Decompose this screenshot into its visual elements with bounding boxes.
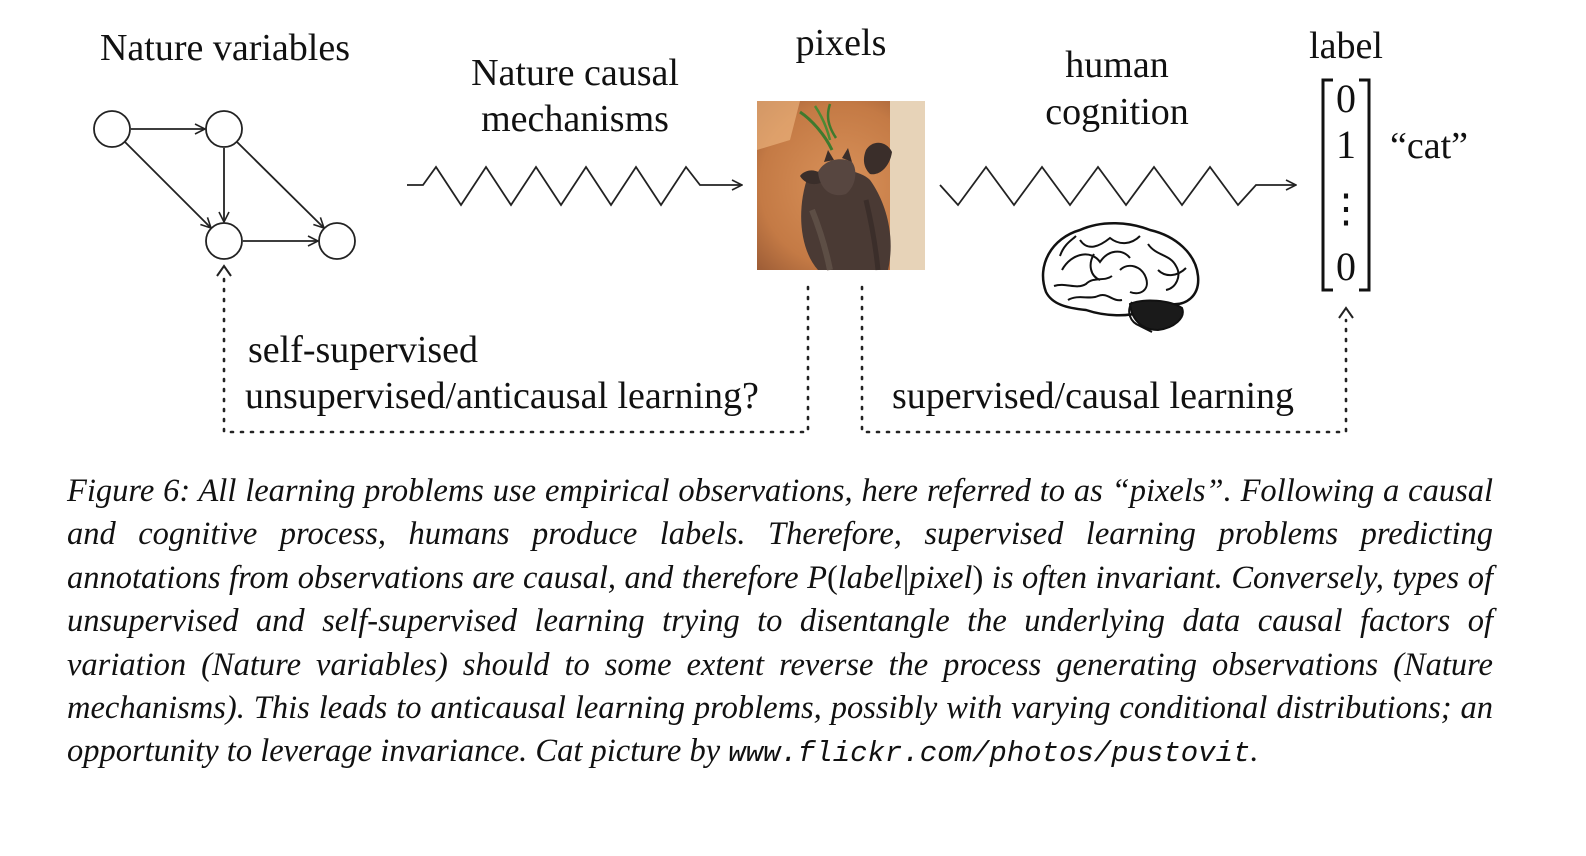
left-bracket <box>1321 78 1333 292</box>
self-supervised-dotted-arrow <box>222 272 810 434</box>
formula-pixel: pixel <box>909 559 973 596</box>
vector-entry-1: 0 <box>1336 76 1356 121</box>
self-supervised-label-line1: self-supervised <box>248 329 478 371</box>
right-bracket <box>1359 78 1371 292</box>
self-supervised-arrowhead <box>216 264 232 277</box>
nature-mechanism-zigzag-arrow <box>407 165 742 207</box>
pixels-label: pixels <box>796 22 887 64</box>
caption-lead: Figure 6: All learning problems use empi… <box>67 473 1493 596</box>
formula-label: label <box>837 559 903 596</box>
label-vector: 0 1 ⋮ 0 <box>1321 76 1371 292</box>
formula-p: P <box>807 559 827 596</box>
self-supervised-label-line2: unsupervised/anticausal learning? <box>245 375 759 417</box>
graph-edge-b-d <box>236 141 324 228</box>
figure-caption: Figure 6: All learning problems use empi… <box>67 470 1493 776</box>
formula-bar: | <box>902 559 910 596</box>
supervised-arrowhead <box>1338 306 1354 319</box>
graph-edge-a-c <box>124 141 211 228</box>
formula-open: ( <box>826 559 838 596</box>
cat-label: “cat” <box>1390 125 1468 167</box>
label-label: label <box>1309 25 1383 67</box>
formula-close: ) <box>972 559 984 596</box>
cognition-label-line2: cognition <box>1045 91 1189 133</box>
vector-entry-3: ⋮ <box>1326 186 1366 231</box>
graph-node-d <box>318 222 356 260</box>
nature-variables-label: Nature variables <box>100 27 350 69</box>
graph-node-b <box>205 110 243 148</box>
vector-entry-4: 0 <box>1336 244 1356 289</box>
brain-drawing <box>1041 222 1200 333</box>
graph-node-c <box>205 222 243 260</box>
mechanism-label-line1: Nature causal <box>471 52 679 94</box>
cognition-zigzag-arrow <box>939 165 1296 207</box>
mechanism-label-line2: mechanisms <box>481 98 669 140</box>
graph-node-a <box>93 110 131 148</box>
vector-entry-2: 1 <box>1336 122 1356 167</box>
caption-end: . <box>1250 733 1259 770</box>
cognition-label-line1: human <box>1065 44 1168 86</box>
caption-middle: is often invariant. Conversely, types of… <box>67 559 1493 770</box>
formula: P(label|pixel) <box>807 560 983 596</box>
cat-photo <box>757 101 925 271</box>
caption-url: www.flickr.com/photos/pustovit <box>728 737 1251 771</box>
supervised-label: supervised/causal learning <box>892 375 1294 417</box>
causal-graph <box>93 110 356 260</box>
supervised-dotted-arrow <box>860 285 1348 434</box>
